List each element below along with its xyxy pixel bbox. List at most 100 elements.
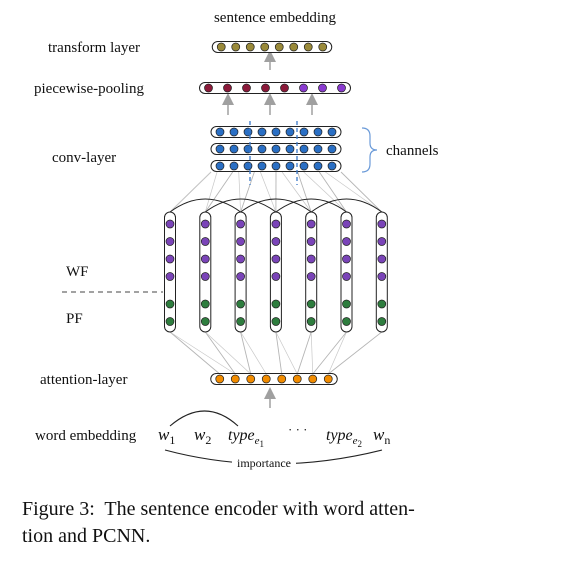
wf-unit <box>200 219 210 229</box>
sentence-embedding-label: sentence embedding <box>214 10 337 26</box>
wf-unit <box>377 254 387 264</box>
conv-channel-2-unit <box>299 144 309 154</box>
pooling-unit <box>318 83 327 93</box>
figure-caption: Figure 3: The sentence encoder with word… <box>22 496 462 550</box>
wf-unit <box>377 272 387 281</box>
piecewise-pooling-label: piecewise-pooling <box>34 81 144 97</box>
attention-unit <box>323 374 333 384</box>
wf-unit <box>342 272 351 281</box>
pf-unit <box>165 299 175 309</box>
conv-channel-1-unit <box>299 127 309 137</box>
window-arc <box>205 198 277 213</box>
attention-unit <box>215 374 225 384</box>
word-column-3 <box>234 211 247 333</box>
word-columns <box>164 211 388 333</box>
conv-channel-2-unit <box>327 144 337 154</box>
conv-channel-3-unit <box>313 161 323 171</box>
conv-connector <box>297 171 312 213</box>
conv-piece-dividers <box>249 121 298 185</box>
attention-bar <box>210 373 338 385</box>
pooling-unit <box>280 83 289 93</box>
attention-connector <box>204 331 236 375</box>
attention-unit <box>277 374 287 384</box>
transform-unit <box>289 42 299 52</box>
attention-connector <box>327 331 347 375</box>
wf-unit <box>200 237 210 246</box>
word-column-4 <box>269 211 282 333</box>
conv-connector <box>325 171 383 213</box>
attention-connector <box>240 331 267 375</box>
token-w2: w2 <box>194 425 211 447</box>
wf-unit <box>236 219 245 229</box>
pf-label: PF <box>66 311 83 327</box>
transform-bar <box>211 41 333 53</box>
pf-unit <box>236 317 245 326</box>
word-column-5 <box>305 211 318 333</box>
conv-channel-1-unit <box>257 127 267 137</box>
window-arc <box>169 198 241 213</box>
caption-line-2: tion and PCNN. <box>22 525 151 547</box>
transform-unit <box>231 42 241 52</box>
ellipsis: · · · <box>288 422 308 437</box>
wf-unit <box>236 254 245 264</box>
conv-connector <box>281 171 312 213</box>
wf-unit <box>342 237 351 246</box>
conv-connector <box>318 171 347 213</box>
attention-unit <box>308 374 318 384</box>
conv-channel-2-unit <box>271 144 281 154</box>
token-w1: w1 <box>158 425 175 447</box>
pf-unit <box>200 317 210 326</box>
attention-connector <box>275 331 283 375</box>
wf-unit <box>236 272 245 281</box>
word-column-2 <box>199 211 212 333</box>
window-arc <box>310 198 383 213</box>
token-type-e1: typee1 <box>228 427 264 449</box>
token-type-e2: typee2 <box>326 427 362 449</box>
word-column-7 <box>375 211 388 333</box>
transform-unit <box>245 42 255 52</box>
conv-channel-1-unit <box>313 127 323 137</box>
attention-connector <box>240 331 252 375</box>
conv-channel-3-unit <box>229 161 239 171</box>
conv-channel-3-unit <box>271 161 281 171</box>
pooling-bar <box>199 82 351 94</box>
conv-channel-2-unit <box>215 144 225 154</box>
window-arc <box>240 198 312 213</box>
token-wn: wn <box>373 425 390 447</box>
pf-unit <box>271 317 281 326</box>
pf-unit <box>306 317 316 326</box>
pf-unit <box>306 299 316 309</box>
w1-w2-arc <box>169 410 239 427</box>
attention-unit <box>292 374 302 384</box>
attention-layer <box>210 373 338 385</box>
pooling-unit <box>204 83 213 93</box>
piecewise-pooling-layer <box>199 82 351 94</box>
conv-connector <box>260 171 277 213</box>
attention-connector <box>169 331 236 375</box>
conv-layer <box>210 126 342 172</box>
attention-connector <box>327 331 383 375</box>
attention-connector <box>275 331 298 375</box>
pooling-unit <box>223 83 232 93</box>
layer-arrows <box>222 50 318 408</box>
conv-channel-2-unit <box>313 144 323 154</box>
conv-connector <box>238 171 241 213</box>
conv-channel-3-unit <box>257 161 267 171</box>
wf-unit <box>377 219 387 229</box>
conv-connector <box>240 171 255 213</box>
attention-connector <box>312 331 347 375</box>
conv-channel-2-unit <box>229 144 239 154</box>
transform-unit <box>216 42 226 52</box>
wf-unit <box>200 272 210 281</box>
wf-unit <box>377 237 387 246</box>
wf-unit <box>165 254 175 264</box>
wf-label: WF <box>66 264 89 280</box>
conv-channel-1-unit <box>285 127 295 137</box>
transform-unit <box>260 42 270 52</box>
pf-unit <box>165 317 175 326</box>
pooling-unit <box>261 83 270 93</box>
wf-unit <box>271 219 281 229</box>
conv-connector <box>204 171 218 213</box>
conv-channel-3-unit <box>243 161 253 171</box>
channels-brace <box>361 127 378 173</box>
